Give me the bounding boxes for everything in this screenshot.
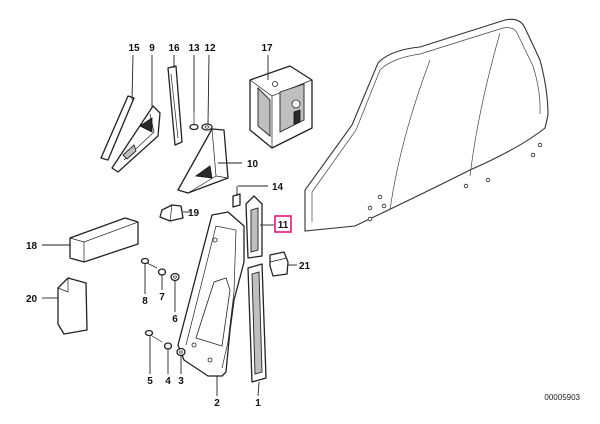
part-3-nut[interactable] (176, 347, 186, 357)
part-5-screw[interactable] (144, 329, 163, 343)
callout-15[interactable]: 15 (128, 43, 140, 54)
callout-5[interactable]: 5 (147, 376, 153, 387)
part-18-foam-block[interactable] (69, 217, 139, 263)
callout-19[interactable]: 19 (188, 208, 200, 219)
part-7-washer[interactable] (157, 268, 167, 276)
part-1-lower-guide[interactable] (247, 263, 267, 383)
callout-18[interactable]: 18 (26, 241, 38, 252)
callout-13[interactable]: 13 (188, 43, 200, 54)
callout-7[interactable]: 7 (159, 292, 165, 303)
callout-17[interactable]: 17 (261, 43, 273, 54)
part-13-screw[interactable] (189, 112, 199, 131)
part-16-vertical-strip[interactable] (167, 65, 183, 146)
callout-16[interactable]: 16 (168, 43, 180, 54)
callout-6[interactable]: 6 (172, 314, 178, 325)
callout-21[interactable]: 21 (299, 261, 311, 272)
callout-10[interactable]: 10 (247, 159, 259, 170)
callout-11[interactable]: 11 (278, 220, 289, 231)
callout-labels: 15 9 16 13 12 17 10 14 11 19 18 21 20 8 … (26, 43, 311, 409)
callout-9[interactable]: 9 (149, 43, 155, 54)
callout-4[interactable]: 4 (165, 376, 171, 387)
part-20-pad[interactable] (57, 277, 88, 335)
door-window-glass (304, 18, 549, 232)
leader-lines (42, 54, 297, 397)
highlight-box-callout-11 (274, 215, 292, 233)
callout-8[interactable]: 8 (142, 296, 148, 307)
part-21-connector[interactable] (269, 251, 289, 277)
callout-1[interactable]: 1 (255, 398, 261, 409)
part-6-nut[interactable] (170, 272, 180, 282)
part-11-upper-guide[interactable] (245, 195, 263, 259)
callout-12[interactable]: 12 (204, 43, 216, 54)
part-4-washer[interactable] (163, 342, 173, 350)
part-19-cap[interactable] (159, 204, 184, 222)
part-14-clip[interactable] (232, 193, 241, 208)
callout-3[interactable]: 3 (178, 376, 184, 387)
document-number: 00005903 (544, 393, 580, 402)
callout-20[interactable]: 20 (26, 294, 38, 305)
part-12-washer[interactable] (201, 123, 213, 131)
part-17-mount-block[interactable] (249, 65, 313, 149)
part-2-window-frame[interactable] (177, 211, 245, 377)
part-8-screw[interactable] (140, 257, 158, 269)
callout-2[interactable]: 2 (214, 398, 220, 409)
part-10-corner-cover[interactable] (177, 128, 229, 194)
part-9-triangle-bracket[interactable] (111, 105, 161, 173)
callout-14[interactable]: 14 (272, 182, 284, 193)
